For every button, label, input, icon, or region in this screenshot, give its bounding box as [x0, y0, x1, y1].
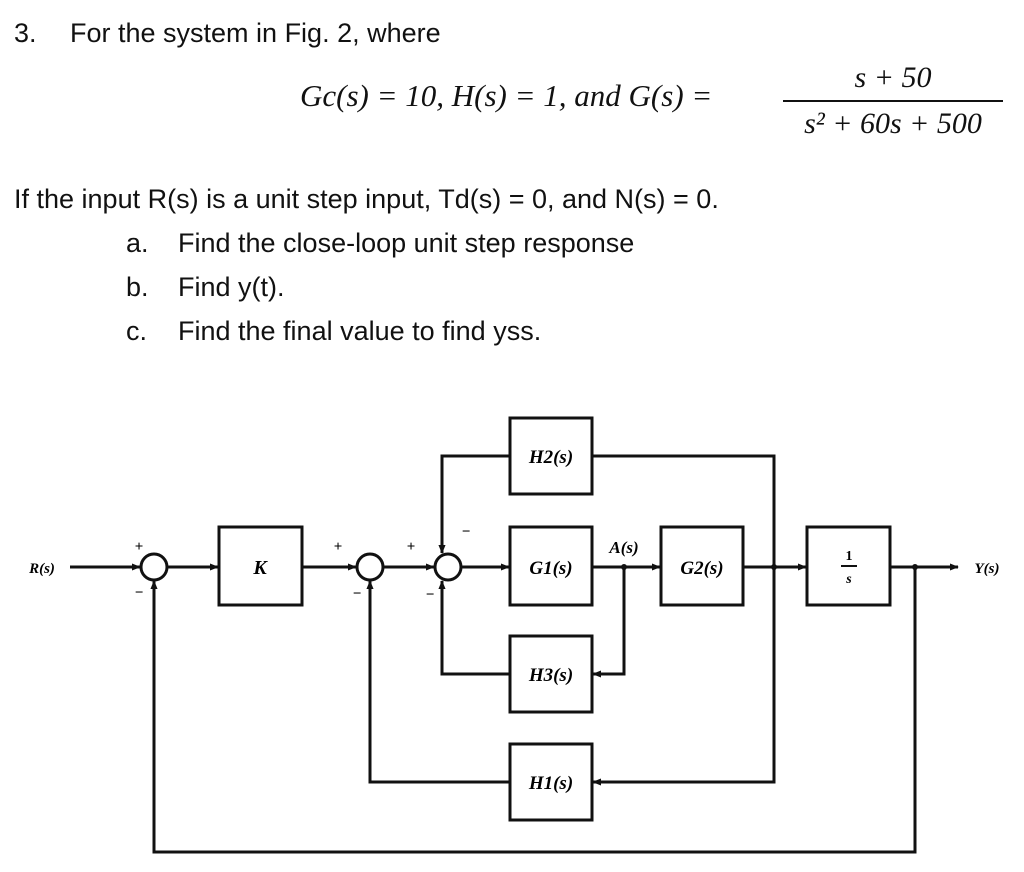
part-b-text: Find y(t). [178, 272, 285, 302]
wire-h1-return [366, 580, 510, 784]
fraction-bar [783, 100, 1003, 102]
wire-h3-return [438, 580, 510, 676]
part-a-text: Find the close-loop unit step response [178, 228, 635, 258]
sign-j3-minus-top: − [462, 524, 471, 540]
label-h1: H1(s) [528, 773, 573, 794]
label-output-y: Y(s) [975, 561, 1000, 577]
node-g2-out [771, 564, 777, 570]
sign-j1-minus: − [135, 585, 144, 601]
wire-unity-feedback [150, 567, 917, 854]
sign-j1-plus: + [135, 539, 144, 555]
sign-j3-minus-bottom: − [426, 587, 435, 603]
wire-h3-path [592, 567, 626, 678]
sign-j2-minus: − [353, 586, 362, 602]
input-conditions: If the input R(s) is a unit step input, … [14, 184, 719, 214]
sign-j3-plus: + [407, 539, 416, 555]
part-c-text: Find the final value to find yss. [178, 316, 542, 346]
problem-intro: For the system in Fig. 2, where [70, 18, 441, 48]
summing-junction-2 [355, 552, 385, 582]
wire-h1-path [592, 567, 776, 786]
label-k: K [252, 557, 268, 579]
label-g1: G1(s) [529, 558, 572, 579]
g-numerator: s + 50 [854, 61, 932, 94]
g-denominator: s² + 60s + 500 [804, 107, 982, 140]
label-input-r: R(s) [28, 561, 55, 577]
node-y [912, 564, 918, 570]
label-integrator-den: s [845, 572, 852, 587]
label-h3: H3(s) [528, 665, 573, 686]
part-c-label: c. [126, 316, 148, 346]
wire-h2-path [592, 454, 776, 567]
label-integrator-num: 1 [846, 549, 853, 564]
g-fraction: s + 50 s² + 60s + 500 [783, 58, 1003, 144]
label-h2: H2(s) [528, 447, 573, 468]
summing-junction-1 [139, 552, 169, 582]
problem-number: 3. [14, 18, 37, 48]
label-signal-a: A(s) [608, 538, 638, 557]
label-g2: G2(s) [680, 558, 723, 579]
wire-h2-return [438, 454, 510, 554]
transfer-function-definitions: Gc(s) = 10, H(s) = 1, and G(s) = [300, 78, 713, 113]
part-a-label: a. [126, 228, 149, 258]
part-b-label: b. [126, 272, 149, 302]
sign-j2-plus: + [334, 539, 343, 555]
node-a [621, 564, 627, 570]
summing-junction-3 [433, 552, 463, 582]
